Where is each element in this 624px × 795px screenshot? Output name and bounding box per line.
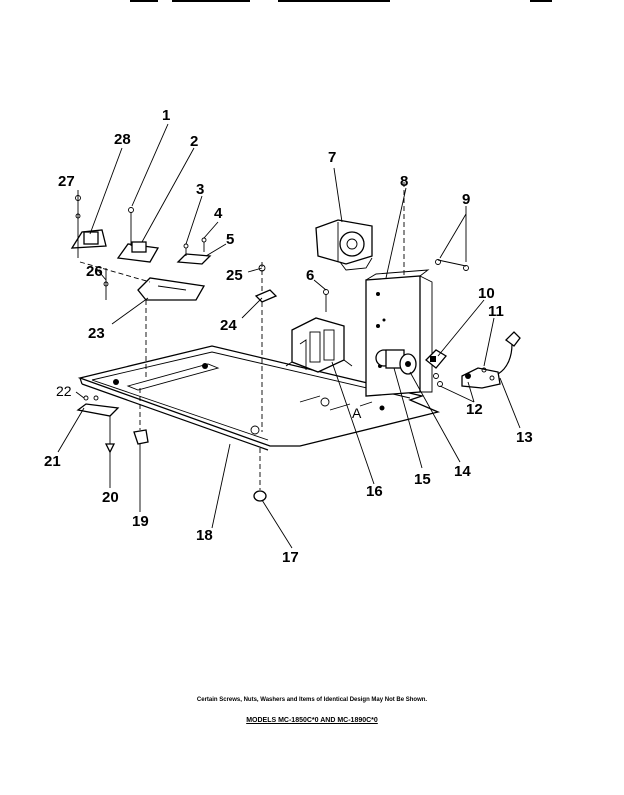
stirrer-motor-part [375, 349, 417, 375]
callout-20: 20 [102, 489, 119, 506]
callout-24: 24 [220, 317, 237, 334]
callout-3: 3 [196, 181, 204, 198]
callout-27: 27 [58, 173, 75, 190]
callout-18: 18 [196, 527, 213, 544]
callout-1: 1 [162, 107, 170, 124]
fuse-block-part [425, 349, 447, 369]
callout-26: 26 [86, 263, 103, 280]
callout-16: 16 [366, 483, 383, 500]
callout-14: 14 [454, 463, 471, 480]
callout-19: 19 [132, 513, 149, 530]
callout-25: 25 [226, 267, 243, 284]
small-bracket-part [176, 237, 212, 265]
callout-21: 21 [44, 453, 61, 470]
mounting-plate-part [79, 261, 206, 380]
callout-17: 17 [282, 549, 299, 566]
switch-bracket-part [116, 207, 160, 263]
fan-motor-part [315, 219, 373, 271]
screw-part [323, 289, 329, 312]
callout-15: 15 [414, 471, 431, 488]
exploded-view-diagram: A [44, 107, 533, 566]
callout-10: 10 [478, 285, 495, 302]
front-bracket-part [76, 395, 120, 454]
rear-foot-part [253, 448, 267, 502]
cord-screws-part [433, 373, 443, 387]
model-caption: MODELS MC-1850C*0 AND MC-1890C*0 [246, 717, 378, 724]
callout-5: 5 [226, 231, 234, 248]
footnote-text: Certain Screws, Nuts, Washers and Items … [196, 697, 428, 703]
leader-lines [57, 123, 521, 549]
callout-12: 12 [466, 401, 483, 418]
callout-22: 22 [56, 383, 72, 399]
callout-8: 8 [400, 173, 408, 190]
callout-23: 23 [88, 325, 105, 342]
callout-9: 9 [462, 191, 470, 208]
base-plate: A [77, 345, 441, 451]
plate-letter: A [352, 405, 362, 421]
foot-part [133, 388, 149, 445]
callout-13: 13 [516, 429, 533, 446]
callout-7: 7 [328, 149, 336, 166]
callout-6: 6 [306, 267, 314, 284]
callout-numbers: 1 2 3 4 5 6 7 8 9 10 11 12 13 14 15 16 1… [44, 107, 533, 566]
transformer-part [285, 317, 353, 373]
callout-28: 28 [114, 131, 131, 148]
power-cord-part [461, 331, 521, 389]
callout-11: 11 [488, 303, 504, 320]
callout-4: 4 [214, 205, 223, 222]
scan-top-marks [130, 0, 552, 2]
callout-2: 2 [190, 133, 198, 150]
